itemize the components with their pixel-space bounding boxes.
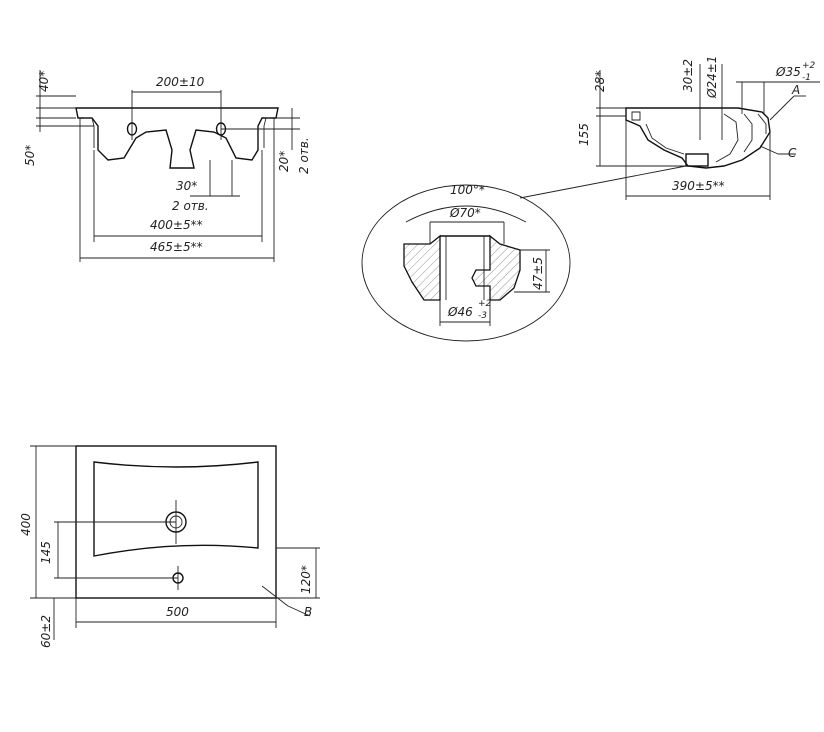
plan-view: 400 145 60±2 120* 500 B xyxy=(19,445,320,648)
side-dim-height: 155 xyxy=(577,123,591,146)
detail-dim-bottom-diam: Ø46 xyxy=(447,305,473,319)
front-dim-hole-spacing: 200±10 xyxy=(156,75,205,89)
side-dim-overflow-tol-lower: -1 xyxy=(802,73,811,83)
plan-dim-overflow-offset: 120* xyxy=(299,565,313,594)
detail-view: 100°* Ø70* 47±5 Ø46 +2 -3 xyxy=(361,183,571,342)
side-dim-rim: 28* xyxy=(593,71,607,92)
front-dim-inner-width: 400±5** xyxy=(150,218,203,232)
detail-ellipse xyxy=(361,184,571,342)
detail-dim-top-diam: Ø70* xyxy=(449,206,481,220)
front-view: 200±10 40* 50* 20* 2 отв. 30* 2 отв. 400… xyxy=(23,70,311,262)
front-dim-hole-offset: 30* xyxy=(176,179,197,193)
side-dim-overflow-height: 30±2 xyxy=(681,59,695,92)
detail-dim-height: 47±5 xyxy=(531,257,545,290)
side-dim-overflow-diam: Ø35 xyxy=(775,65,801,79)
plan-callout-b: B xyxy=(304,605,312,619)
front-dim-left-height: 50* xyxy=(23,145,37,166)
detail-dim-bottom-tol-upper: +2 xyxy=(478,299,492,309)
plan-dim-width: 500 xyxy=(166,605,189,619)
side-callout-c: C xyxy=(788,146,797,160)
detail-dim-angle: 100°* xyxy=(450,183,485,197)
plan-dim-depth: 400 xyxy=(19,513,33,536)
front-dim-right-holes: 2 отв. xyxy=(297,137,311,174)
front-dim-top-thickness: 40* xyxy=(37,71,51,92)
plan-dim-edge: 60±2 xyxy=(39,615,53,648)
plan-bowl-outline xyxy=(93,461,259,557)
front-dim-right-depth: 20* xyxy=(277,151,291,172)
front-dim-hole-count: 2 отв. xyxy=(172,199,209,213)
front-basin-outline xyxy=(75,107,279,169)
plan-dim-hole-y: 145 xyxy=(39,541,53,564)
side-dim-overflow-tol-upper: +2 xyxy=(802,61,816,71)
side-basin-outline xyxy=(625,107,771,169)
detail-section-right xyxy=(471,234,521,301)
detail-section-left xyxy=(403,234,441,301)
front-dim-outer-width: 465±5** xyxy=(150,240,203,254)
side-callout-a: A xyxy=(791,83,800,97)
side-view: 28* 155 30±2 Ø24±1 Ø35 +2 -1 A C 390±5** xyxy=(519,56,820,200)
detail-dim-bottom-tol-lower: -3 xyxy=(478,311,487,321)
side-dim-depth: 390±5** xyxy=(672,179,725,193)
side-dim-drain-diam: Ø24±1 xyxy=(705,56,719,99)
